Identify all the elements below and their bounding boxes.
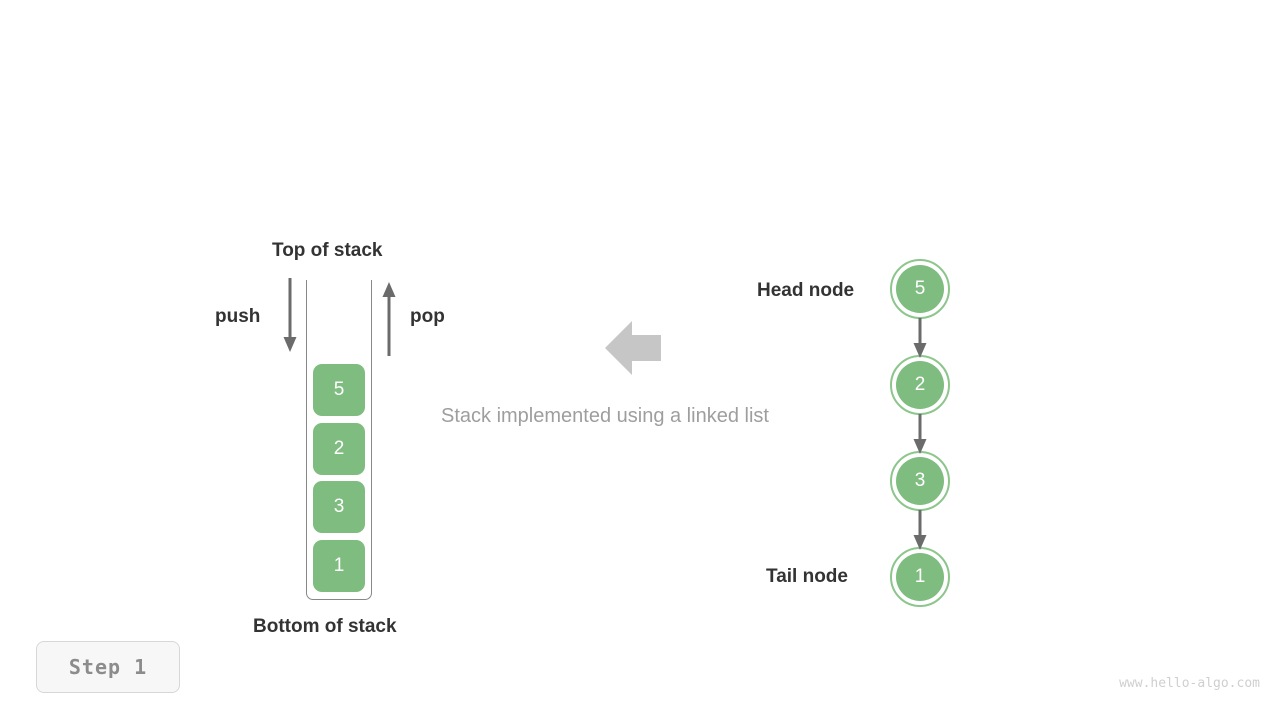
- linked-list-link-arrow-down-icon: [913, 318, 927, 358]
- linked-list-node: 5: [890, 259, 950, 319]
- stack-diagram-region: Top of stack push pop 5 2 3 1 Bottom of …: [0, 0, 520, 720]
- linked-list-node-value: 1: [896, 553, 944, 601]
- pop-label: pop: [410, 306, 445, 327]
- diagram-caption: Stack implemented using a linked list: [441, 405, 769, 427]
- tail-node-label: Tail node: [766, 566, 848, 587]
- linked-list-region: [740, 0, 1280, 720]
- block-arrow-left-icon: [605, 321, 661, 375]
- stack-container-frame: [306, 280, 372, 600]
- linked-list-node-value: 3: [896, 457, 944, 505]
- stack-cell: 5: [313, 364, 365, 416]
- stack-cell: 2: [313, 423, 365, 475]
- linked-list-node: 3: [890, 451, 950, 511]
- stack-cell: 3: [313, 481, 365, 533]
- linked-list-link-arrow-down-icon: [913, 414, 927, 454]
- linked-list-node: 1: [890, 547, 950, 607]
- push-label: push: [215, 306, 261, 327]
- step-badge-label: Step 1: [68, 655, 148, 679]
- linked-list-link-arrow-down-icon: [913, 510, 927, 550]
- watermark: www.hello-algo.com: [1119, 676, 1260, 691]
- pop-arrow-up-icon: [382, 282, 396, 356]
- bottom-of-stack-label: Bottom of stack: [253, 616, 397, 637]
- linked-list-node: 2: [890, 355, 950, 415]
- head-node-label: Head node: [757, 280, 855, 301]
- push-arrow-down-icon: [283, 278, 297, 352]
- stack-cell: 1: [313, 540, 365, 592]
- linked-list-node-value: 2: [896, 361, 944, 409]
- top-of-stack-label: Top of stack: [272, 240, 383, 261]
- linked-list-node-value: 5: [896, 265, 944, 313]
- step-badge: Step 1: [36, 641, 180, 693]
